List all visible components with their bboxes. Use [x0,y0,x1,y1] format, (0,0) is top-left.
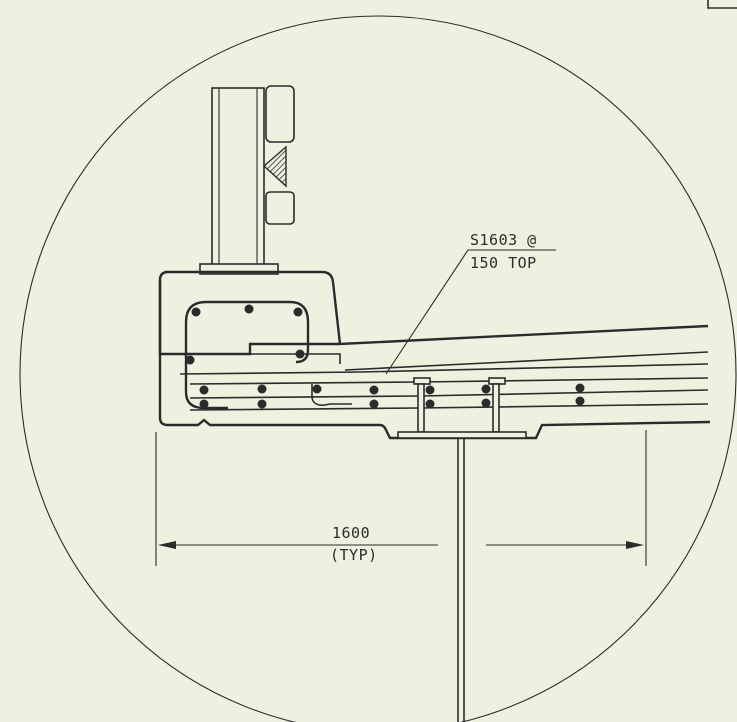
callout-spacing-label: 150 TOP [470,254,537,272]
callout-leader [385,249,469,375]
deck-top-line [344,351,709,371]
barrier-post [199,87,279,275]
callout-bar-label: S1603 @ [470,231,537,249]
dim-arrow-right [626,541,644,549]
shear-stud-right [488,377,506,433]
top-bar-line-1 [179,363,709,375]
girder-flange [397,431,527,439]
rail-block-lower [265,191,295,225]
rail-wedge [262,145,287,188]
dim-arrow-left [158,541,176,549]
dimension-note: (TYP) [330,546,378,564]
bottom-bar-line-1 [189,389,709,399]
frame-corner [707,0,737,9]
detail-circle [19,15,737,722]
bottom-bar-line-2 [189,403,709,411]
bar-hook [311,384,352,406]
kerb-deck-outline [158,270,711,440]
top-bar-line-2 [189,377,709,385]
rebar-dots [185,304,585,409]
rail-block-upper [265,85,295,143]
dimension-value: 1600 [332,524,370,542]
kerb-step [160,353,341,364]
